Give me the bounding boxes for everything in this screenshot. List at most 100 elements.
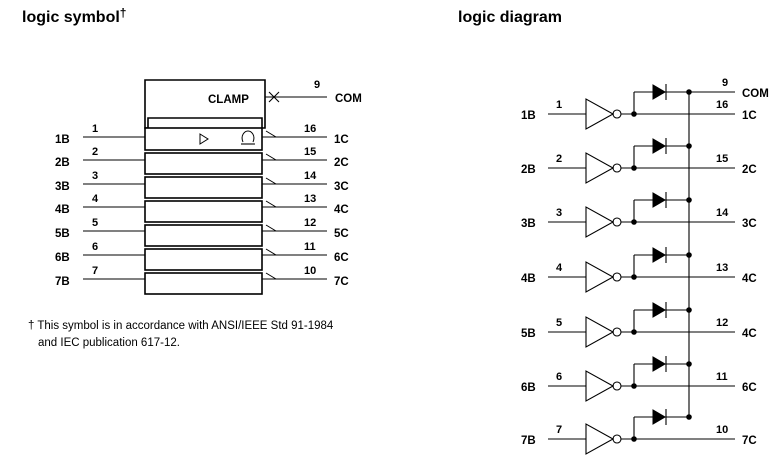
inverter-icon [585, 370, 615, 402]
diagram-in-pin-3: 3 [556, 207, 562, 219]
inverter-icon [585, 98, 615, 130]
symbol-out-pin-7: 10 [304, 265, 316, 277]
symbol-in-pin-7: 7 [92, 265, 98, 277]
symbol-in-label-3: 3B [55, 181, 70, 193]
symbol-channel-4: 4 4B 13 4C [55, 193, 349, 216]
diagram-in-pin-4: 4 [556, 262, 563, 274]
diode-icon [652, 247, 666, 263]
symbol-in-pin-5: 5 [92, 217, 98, 229]
com-pin-number: 9 [314, 79, 320, 91]
inverter-bubble [612, 381, 622, 391]
bus-junction-dot [686, 197, 692, 203]
diagram-in-label-2: 2B [521, 164, 536, 176]
diagram-in-label-4: 4B [521, 273, 536, 285]
inverter-bubble [612, 327, 622, 337]
channel-box-3 [144, 176, 263, 199]
symbol-out-label-2: 2C [334, 157, 349, 169]
clamp-qualifier-icon [241, 130, 255, 145]
symbol-out-pin-2: 15 [304, 146, 316, 158]
com-label: COM [335, 93, 362, 105]
symbol-in-label-1: 1B [55, 134, 70, 146]
channel-box-4 [144, 200, 263, 223]
symbol-in-label-4: 4B [55, 204, 70, 216]
diode-icon [652, 192, 666, 208]
symbol-channel-2: 2 2B 15 2C [55, 146, 349, 169]
symbol-out-label-5: 5C [334, 228, 349, 240]
symbol-out-label-6: 6C [334, 252, 349, 264]
symbol-out-label-1: 1C [334, 134, 349, 146]
symbol-channel-3: 3 3B 14 3C [55, 170, 349, 193]
symbol-channel-5: 5 5B 12 5C [55, 217, 349, 240]
output-qualifier-icon [199, 133, 209, 145]
clamp-label: CLAMP [208, 94, 249, 106]
diagram-out-label-5: 4C [742, 328, 757, 340]
diagram-out-label-4: 4C [742, 273, 757, 285]
bus-junction-dot [686, 307, 692, 313]
bus-junction-dot [686, 361, 692, 367]
diagram-in-label-1: 1B [521, 110, 536, 122]
diagram-out-pin-5: 12 [716, 317, 728, 329]
symbol-in-pin-4: 4 [92, 193, 99, 205]
diagram-out-pin-4: 13 [716, 262, 728, 274]
diagram-out-pin-3: 14 [716, 207, 729, 219]
diagram-out-pin-2: 15 [716, 153, 728, 165]
channel-box-5 [144, 224, 263, 247]
inverter-bubble [612, 109, 622, 119]
symbol-in-label-6: 6B [55, 252, 70, 264]
inverter-icon [585, 316, 615, 348]
inverter-icon [585, 261, 615, 293]
diagram-in-pin-1: 1 [556, 99, 562, 111]
diode-icon [652, 302, 666, 318]
clamp-x-mark [268, 91, 280, 103]
diagram-out-pin-7: 10 [716, 424, 728, 436]
logic-symbol-heading: logic symbol† [22, 6, 126, 26]
diagram-out-label-7: 7C [742, 435, 757, 447]
diagram-channel-6: 6 6B 11 6C [521, 356, 757, 402]
diagram-channel-7: 7 7B 10 7C [521, 409, 757, 455]
bus-junction-dot [686, 143, 692, 149]
inverter-icon [585, 206, 615, 238]
diagram-in-pin-2: 2 [556, 153, 562, 165]
diagram-com-label: COM [742, 88, 769, 100]
diagram-in-label-6: 6B [521, 382, 536, 394]
logic-diagram-heading: logic diagram [458, 9, 562, 26]
diagram-in-pin-7: 7 [556, 424, 562, 436]
channel-box-6 [144, 248, 263, 271]
diagram-out-label-6: 6C [742, 382, 757, 394]
symbol-out-pin-3: 14 [304, 170, 317, 182]
diode-icon [652, 356, 666, 372]
diagram-out-label-1: 1C [742, 110, 757, 122]
symbol-channel-6: 6 6B 11 6C [55, 241, 349, 264]
diagram-in-pin-5: 5 [556, 317, 562, 329]
symbol-out-label-7: 7C [334, 276, 349, 288]
diagram-in-label-7: 7B [521, 435, 536, 447]
diagram-out-pin-6: 11 [716, 371, 728, 383]
diagram-out-pin-1: 16 [716, 99, 728, 111]
inverter-bubble [612, 163, 622, 173]
symbol-in-pin-2: 2 [92, 146, 98, 158]
symbol-out-label-4: 4C [334, 204, 349, 216]
symbol-in-label-5: 5B [55, 228, 70, 240]
diagram-in-pin-6: 6 [556, 371, 562, 383]
diagram-out-label-3: 3C [742, 218, 757, 230]
diode-icon [652, 409, 666, 425]
inverter-bubble [612, 434, 622, 444]
footnote-line-2: and IEC publication 617-12. [38, 337, 180, 349]
symbol-in-pin-6: 6 [92, 241, 98, 253]
symbol-in-pin-3: 3 [92, 170, 98, 182]
symbol-out-label-3: 3C [334, 181, 349, 193]
footnote-line-1: † This symbol is in accordance with ANSI… [28, 320, 334, 332]
diagram-channel-1: 1 1B 16 1C [521, 84, 757, 130]
bus-junction-dot [686, 252, 692, 258]
symbol-out-pin-5: 12 [304, 217, 316, 229]
symbol-out-pin-4: 13 [304, 193, 316, 205]
channel-box-2 [144, 152, 263, 175]
symbol-in-label-2: 2B [55, 157, 70, 169]
diagram-in-label-3: 3B [521, 218, 536, 230]
diagram-channel-3: 3 3B 14 3C [521, 192, 757, 238]
logic-symbol: CLAMP 9 COM 1 1B 16 1C [55, 79, 362, 295]
inverter-icon [585, 423, 615, 455]
symbol-in-pin-1: 1 [92, 123, 98, 135]
